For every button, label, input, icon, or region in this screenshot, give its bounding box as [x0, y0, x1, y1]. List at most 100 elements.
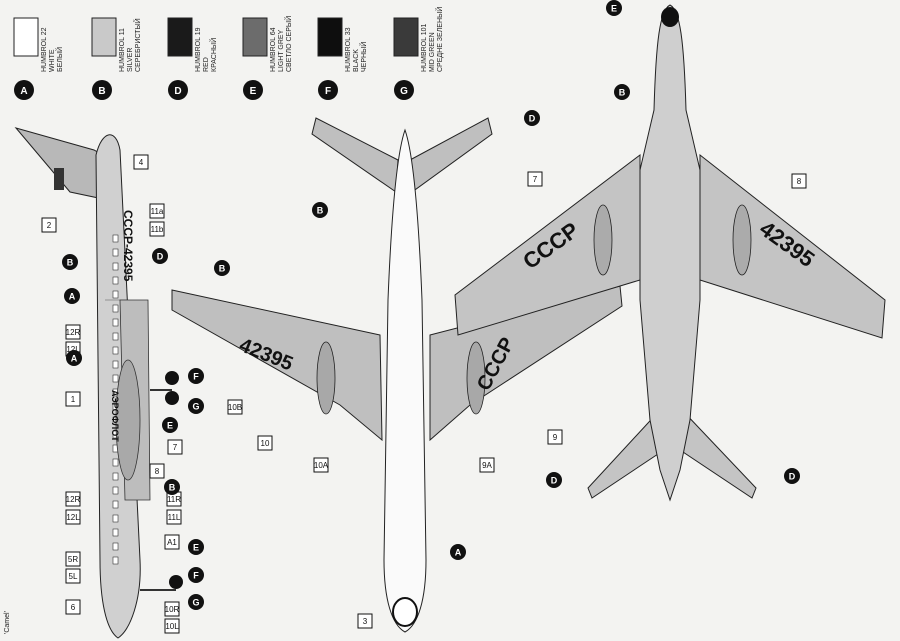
paint-code-badge: B [312, 202, 328, 218]
legend-code: B [98, 86, 105, 97]
callout-label: A1 [167, 538, 177, 547]
legend-swatch [317, 17, 343, 57]
paint-code-badge: D [784, 468, 800, 484]
legend-code: E [250, 86, 257, 97]
legend-code: F [325, 86, 331, 97]
legend-code: G [400, 86, 408, 97]
callout-box: 4 [133, 154, 149, 170]
callout-label: 11L [168, 513, 181, 522]
legend-swatch [167, 17, 193, 57]
model-caption: 'Camel' [4, 611, 11, 634]
paint-code-letter: E [193, 543, 199, 553]
paint-code-badge: B [614, 84, 630, 100]
paint-code-badge: F [188, 567, 204, 583]
callout-box: 8 [149, 463, 165, 479]
callout-box: 9 [547, 429, 563, 445]
callout-label: 9 [553, 433, 558, 442]
top-fuselage [383, 128, 427, 633]
legend-text: RED [203, 57, 210, 72]
top-tailplane-right [409, 117, 493, 193]
paint-code-badge: E [162, 417, 178, 433]
callout-box: 7 [527, 171, 543, 187]
callout-label: 10L [165, 622, 179, 631]
legend-text: СЕРЕБРИСТЫЙ [133, 18, 142, 72]
callout-box: 12R [65, 324, 81, 340]
callout-label: 8 [797, 177, 802, 186]
callout-box: 11L [166, 509, 182, 525]
legend-text: КРАСНЫЙ [209, 38, 218, 72]
paint-code-badge: E [188, 539, 204, 555]
legend-code: A [20, 86, 27, 97]
legend-text: БЕЛЫЙ [55, 47, 64, 72]
paint-code-letter: B [169, 483, 176, 493]
legend-text: LIGHT GREY [278, 29, 285, 72]
paint-code-letter: E [167, 421, 173, 431]
paint-code-badge: B [164, 479, 180, 495]
callout-box: 10 [257, 435, 273, 451]
top-engine-left [316, 341, 336, 415]
paint-code-letter: F [193, 372, 199, 382]
legend-code-badge [394, 80, 414, 100]
paint-code-letter: D [529, 114, 536, 124]
callout-box: 7 [167, 439, 183, 455]
legend-text: HUMBROL 22 [41, 27, 48, 72]
paint-code-badge: A [450, 544, 466, 560]
bottom-engine-left [593, 204, 613, 276]
paint-code-letter: B [619, 88, 626, 98]
legend-swatch [242, 17, 268, 57]
bottom-fuselage [639, 4, 701, 502]
callout-label: 10B [228, 403, 242, 412]
callout-label: 12R [66, 328, 81, 337]
paint-code-letter: D [157, 252, 164, 262]
callout-label: 5R [68, 555, 78, 564]
legend-text: BLACK [353, 49, 360, 72]
paint-code-badge: D [524, 110, 540, 126]
side-tail-flag [54, 168, 64, 190]
callout-label: 5L [69, 572, 78, 581]
top-wing-left [171, 289, 383, 442]
callout-label: 9A [482, 461, 492, 470]
top-cockpit [392, 597, 418, 627]
callout-label: 10A [314, 461, 329, 470]
paint-code-letter: B [317, 206, 324, 216]
paint-code-badge: G [188, 398, 204, 414]
paint-code-letter: B [67, 258, 74, 268]
callout-box: 5L [65, 568, 81, 584]
callout-label: 8 [155, 467, 160, 476]
bottom-nose-radome [661, 7, 679, 27]
side-view: СССР-42395 АЭРОФЛОТ 2411a11b12R12L17811R… [14, 127, 204, 639]
legend-text: HUMBROL 64 [270, 27, 277, 72]
legend-text: HUMBROL 33 [345, 27, 352, 72]
paint-code-letter: G [192, 598, 199, 608]
paint-code-badge: D [546, 472, 562, 488]
callout-box: 10R [164, 601, 180, 617]
paint-code-badge: D [152, 248, 168, 264]
side-registration: СССР-42395 [121, 210, 135, 282]
legend-swatch [91, 17, 117, 57]
paint-code-letter: D [551, 476, 558, 486]
side-engine [115, 359, 141, 481]
callout-box: 2 [41, 217, 57, 233]
paint-code-badge: A [66, 350, 82, 366]
callout-label: 6 [71, 603, 76, 612]
legend-text: MID GREEN [429, 32, 436, 72]
callout-box: 9A [479, 457, 495, 473]
callout-label: 11b [151, 225, 164, 234]
paint-code-badge: G [188, 594, 204, 610]
callout-label: 2 [47, 221, 52, 230]
callout-box: 12L [65, 509, 81, 525]
paint-code-badge: A [64, 288, 80, 304]
legend-swatch [393, 17, 419, 57]
callout-label: 10 [261, 439, 270, 448]
top-engine-right [466, 341, 486, 415]
legend-code-badge [14, 80, 34, 100]
callout-box: 3 [357, 613, 373, 629]
